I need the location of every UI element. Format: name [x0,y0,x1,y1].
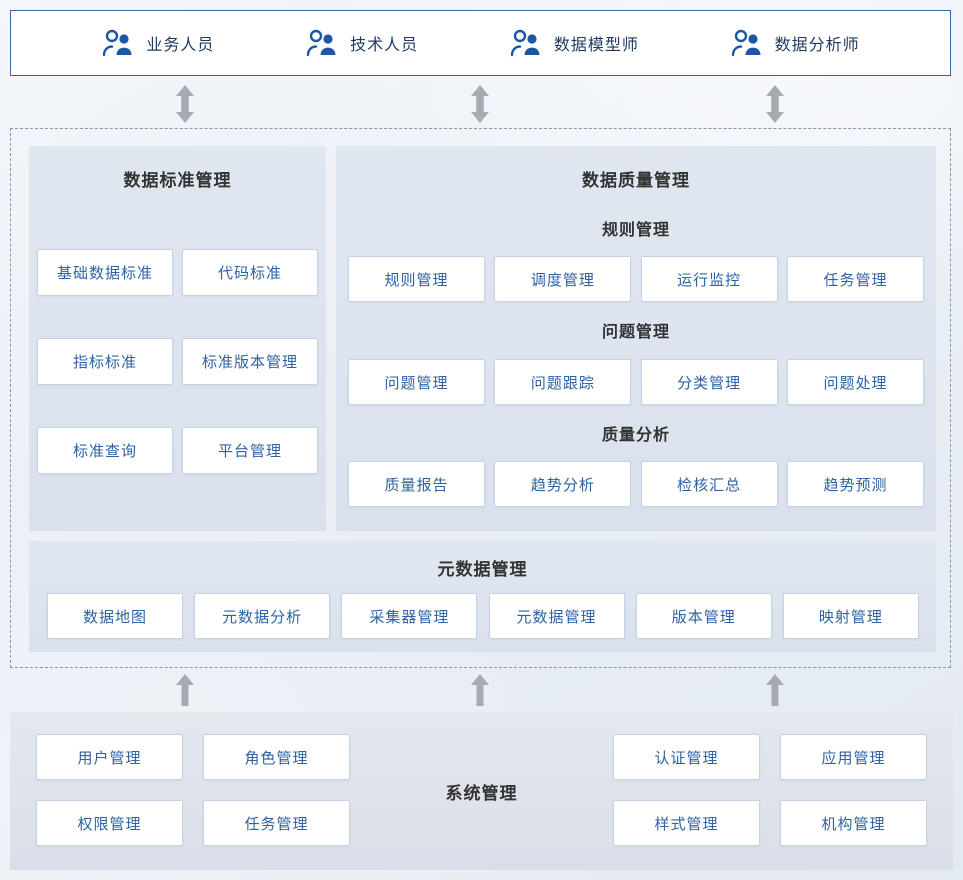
role-label: 数据分析师 [774,37,860,54]
module-standard-version-mgmt[interactable]: 标准版本管理 [182,338,318,385]
module-collector-mgmt[interactable]: 采集器管理 [341,593,478,639]
system-management-panel: 用户管理 角色管理 权限管理 任务管理 系统管理 认证管理 应用管理 样式管理 … [10,712,953,870]
rule-mgmt-row: 规则管理 调度管理 运行监控 任务管理 [348,256,924,302]
up-arrow-icon [765,674,785,706]
system-right-grid: 认证管理 应用管理 样式管理 机构管理 [613,734,927,846]
module-task-mgmt-system[interactable]: 任务管理 [203,800,350,846]
up-arrow-icon [175,674,195,706]
up-arrow-icon [470,674,490,706]
module-issue-handling[interactable]: 问题处理 [786,359,924,405]
module-quality-report[interactable]: 质量报告 [348,461,485,507]
module-style-mgmt[interactable]: 样式管理 [613,800,760,846]
group-title-issue-mgmt: 问题管理 [601,324,670,341]
panel-title: 元数据管理 [437,560,528,579]
role-label: 技术人员 [350,37,419,54]
role-business-user: 业务人员 [101,28,214,58]
module-trend-forecast[interactable]: 趋势预测 [786,461,924,507]
users-icon [101,28,133,58]
module-check-summary[interactable]: 检核汇总 [640,461,778,507]
module-permission-mgmt[interactable]: 权限管理 [36,800,183,846]
updown-arrow-icon [764,85,786,123]
module-user-mgmt[interactable]: 用户管理 [36,734,183,780]
module-issue-mgmt[interactable]: 问题管理 [348,359,485,405]
issue-mgmt-row: 问题管理 问题跟踪 分类管理 问题处理 [348,359,924,405]
data-standards-panel: 数据标准管理 基础数据标准 代码标准 指标标准 标准版本管理 标准查询 平台管理 [29,146,326,531]
data-quality-panel: 数据质量管理 规则管理 规则管理 调度管理 运行监控 任务管理 问题管理 问题管… [336,146,936,531]
module-app-mgmt[interactable]: 应用管理 [780,734,927,780]
users-icon [509,28,541,58]
module-issue-tracking[interactable]: 问题跟踪 [494,359,632,405]
module-metadata-analysis[interactable]: 元数据分析 [194,593,331,639]
module-data-map[interactable]: 数据地图 [47,593,183,639]
metadata-panel: 元数据管理 数据地图 元数据分析 采集器管理 元数据管理 版本管理 映射管理 [29,541,936,652]
module-indicator-standard[interactable]: 指标标准 [37,338,173,385]
metadata-module-row: 数据地图 元数据分析 采集器管理 元数据管理 版本管理 映射管理 [47,593,919,639]
module-org-mgmt[interactable]: 机构管理 [780,800,927,846]
data-management-area: 数据标准管理 基础数据标准 代码标准 指标标准 标准版本管理 标准查询 平台管理… [10,128,951,668]
updown-arrow-icon [174,85,196,123]
users-icon [305,28,337,58]
role-label: 数据模型师 [553,37,639,54]
role-label: 业务人员 [146,37,215,54]
module-version-mgmt[interactable]: 版本管理 [635,593,772,639]
system-left-grid: 用户管理 角色管理 权限管理 任务管理 [36,734,350,846]
panel-title: 数据标准管理 [123,171,232,190]
module-basic-data-standard[interactable]: 基础数据标准 [37,249,173,296]
system-panel-title: 系统管理 [445,783,518,803]
module-metadata-mgmt[interactable]: 元数据管理 [488,593,625,639]
roles-bar: 业务人员 技术人员 数据模型师 数据分析师 [10,10,951,76]
module-standard-query[interactable]: 标准查询 [37,427,173,474]
module-code-standard[interactable]: 代码标准 [182,249,318,296]
module-category-mgmt[interactable]: 分类管理 [640,359,778,405]
role-technical-user: 技术人员 [305,28,418,58]
group-title-rule-mgmt: 规则管理 [601,222,670,239]
module-mapping-mgmt[interactable]: 映射管理 [782,593,919,639]
role-data-modeler: 数据模型师 [509,28,639,58]
users-icon [730,28,762,58]
quality-analysis-row: 质量报告 趋势分析 检核汇总 趋势预测 [348,461,924,507]
group-title-quality-analysis: 质量分析 [601,427,670,444]
module-schedule-mgmt[interactable]: 调度管理 [494,256,632,302]
module-platform-mgmt[interactable]: 平台管理 [182,427,318,474]
panel-title: 数据质量管理 [582,171,690,190]
module-role-mgmt[interactable]: 角色管理 [203,734,350,780]
updown-arrow-icon [469,85,491,123]
module-auth-mgmt[interactable]: 认证管理 [613,734,760,780]
role-data-analyst: 数据分析师 [730,28,860,58]
module-run-monitor[interactable]: 运行监控 [640,256,778,302]
module-trend-analysis[interactable]: 趋势分析 [494,461,632,507]
standards-module-grid: 基础数据标准 代码标准 指标标准 标准版本管理 标准查询 平台管理 [37,249,318,474]
module-rule-mgmt[interactable]: 规则管理 [348,256,485,302]
module-task-mgmt[interactable]: 任务管理 [786,256,924,302]
